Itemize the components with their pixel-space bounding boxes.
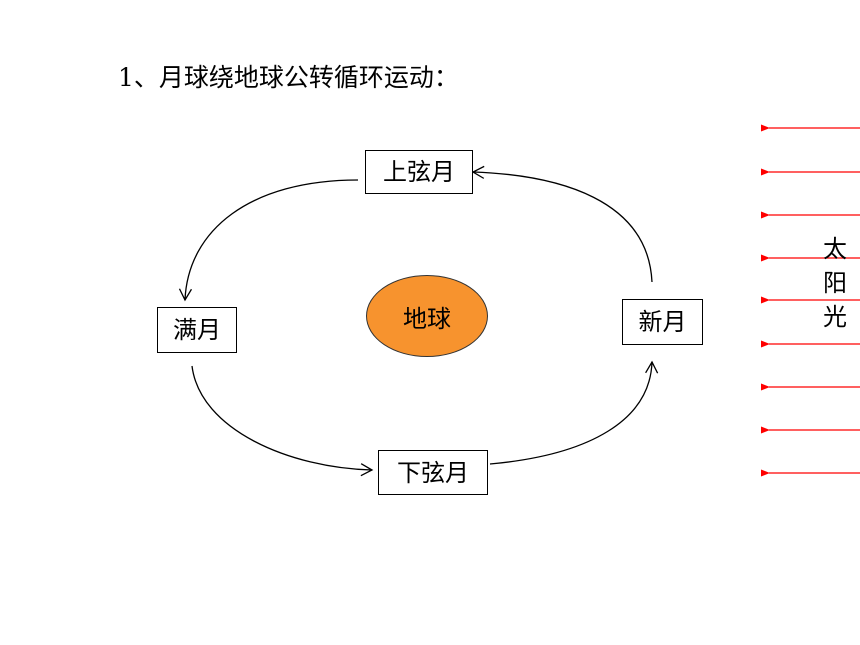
phase-label-first-quarter: 上弦月: [383, 158, 455, 186]
phase-label-full-moon: 满月: [173, 316, 221, 344]
orbit-arrow-last-quarter-to-new: [489, 360, 659, 465]
phase-box-full-moon: 满月: [157, 307, 237, 353]
sunlight-char: 太: [823, 235, 847, 263]
phase-box-first-quarter: 上弦月: [365, 150, 473, 194]
sunlight-char: 光: [823, 303, 847, 331]
phase-label-new-moon: 新月: [638, 308, 687, 336]
diagram-title: 1、月球绕地球公转循环运动：: [118, 63, 459, 92]
orbit-arrow-full-to-last-quarter: [191, 365, 374, 477]
sunlight-rays: [761, 124, 860, 477]
earth-label: 地球: [403, 304, 451, 333]
orbit-arrow-new-to-first-quarter: [471, 165, 653, 283]
earth: 地球: [366, 275, 488, 357]
sunlight-char: 阳: [823, 269, 847, 297]
phase-box-new-moon: 新月: [622, 299, 703, 345]
sunlight-label: 太 阳 光: [818, 232, 852, 334]
phase-box-last-quarter: 下弦月: [378, 450, 488, 495]
orbit-arrow-first-quarter-to-full: [178, 179, 359, 302]
phase-label-last-quarter: 下弦月: [397, 458, 469, 487]
